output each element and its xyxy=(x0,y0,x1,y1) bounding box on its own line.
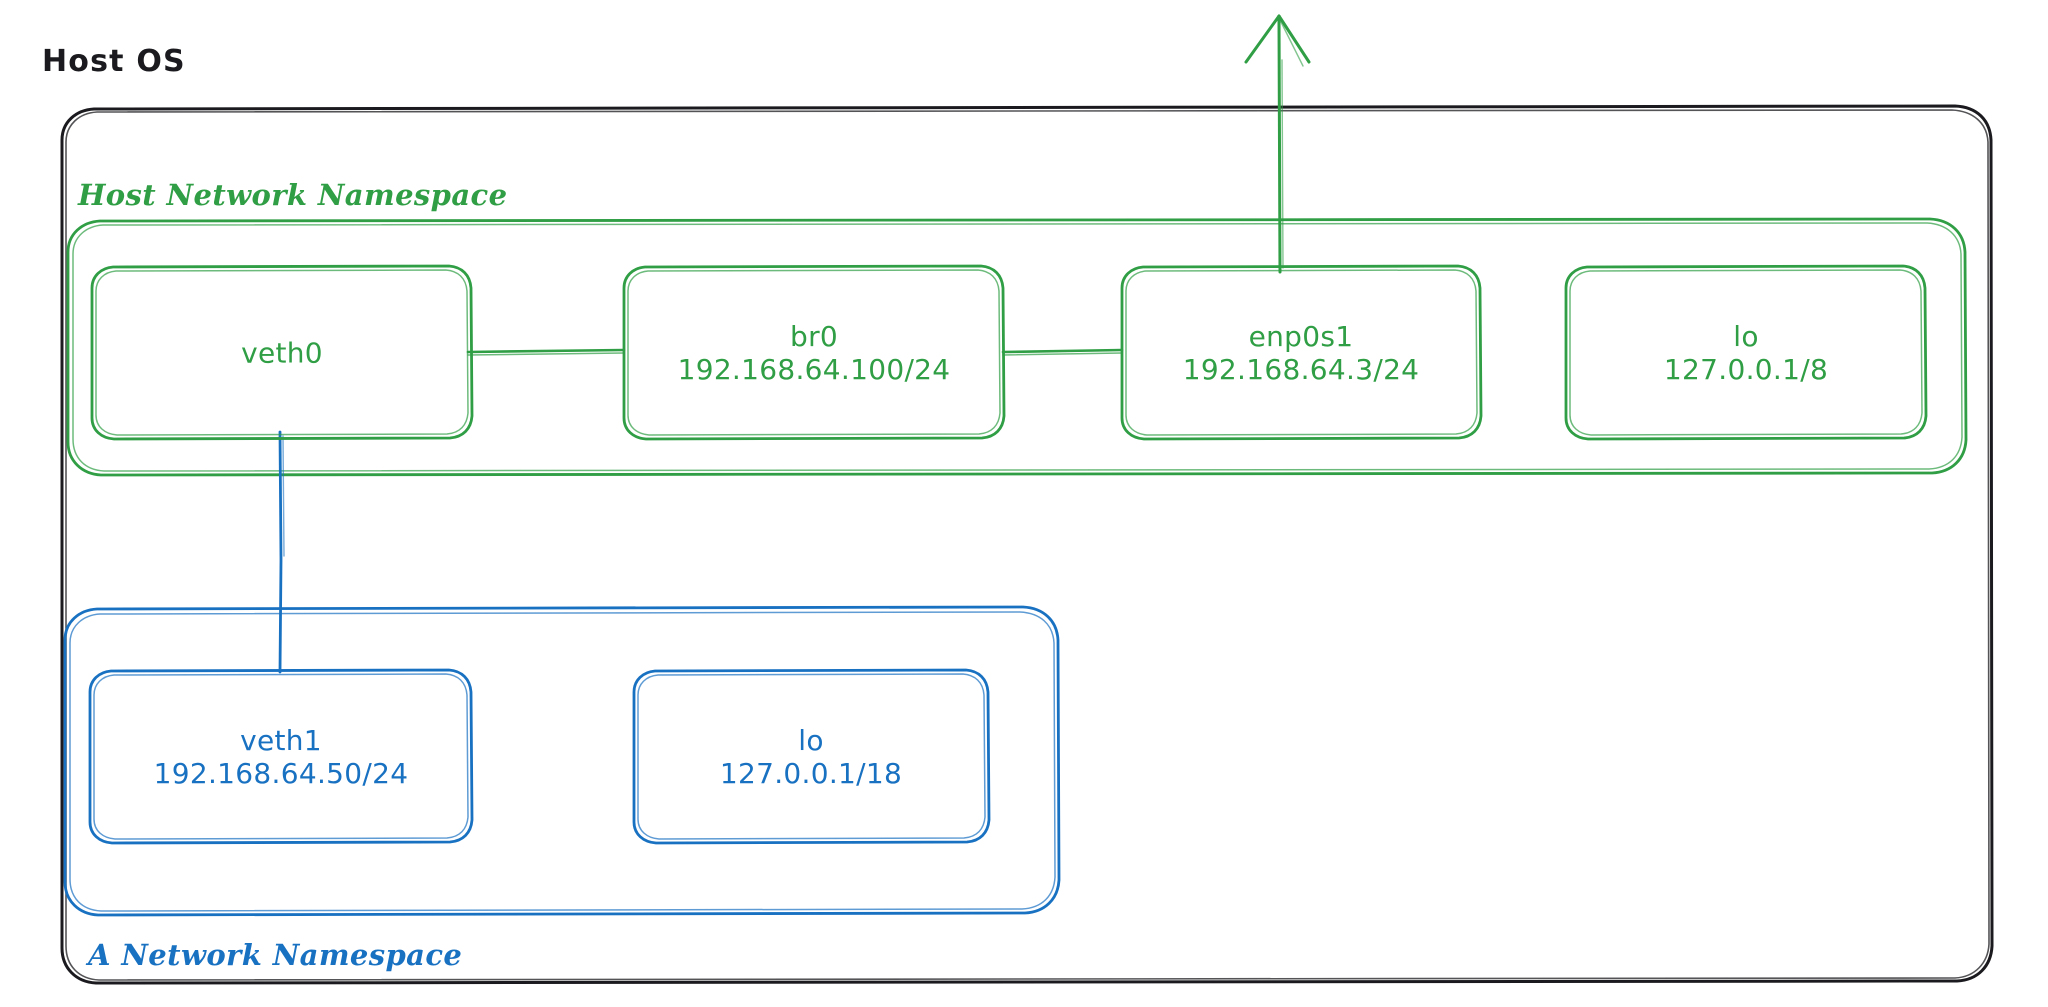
interface-box-veth0 xyxy=(90,264,474,441)
interface-box-enp0s1 xyxy=(1120,264,1483,441)
host-network-namespace-container xyxy=(66,217,1968,477)
interface-box-br0 xyxy=(622,264,1006,441)
connector-br0-enp0s1 xyxy=(1001,348,1124,356)
interface-box-veth1 xyxy=(88,668,474,845)
interface-box-lo-host xyxy=(1564,264,1928,441)
connector-veth0-br0 xyxy=(466,348,626,356)
interface-box-lo-ns xyxy=(632,668,991,845)
connector-veth0-veth1 xyxy=(278,430,285,674)
arrow-enp0s1-external xyxy=(1244,14,1311,274)
a-network-namespace-container xyxy=(63,605,1061,917)
host-os-container xyxy=(60,104,1994,985)
